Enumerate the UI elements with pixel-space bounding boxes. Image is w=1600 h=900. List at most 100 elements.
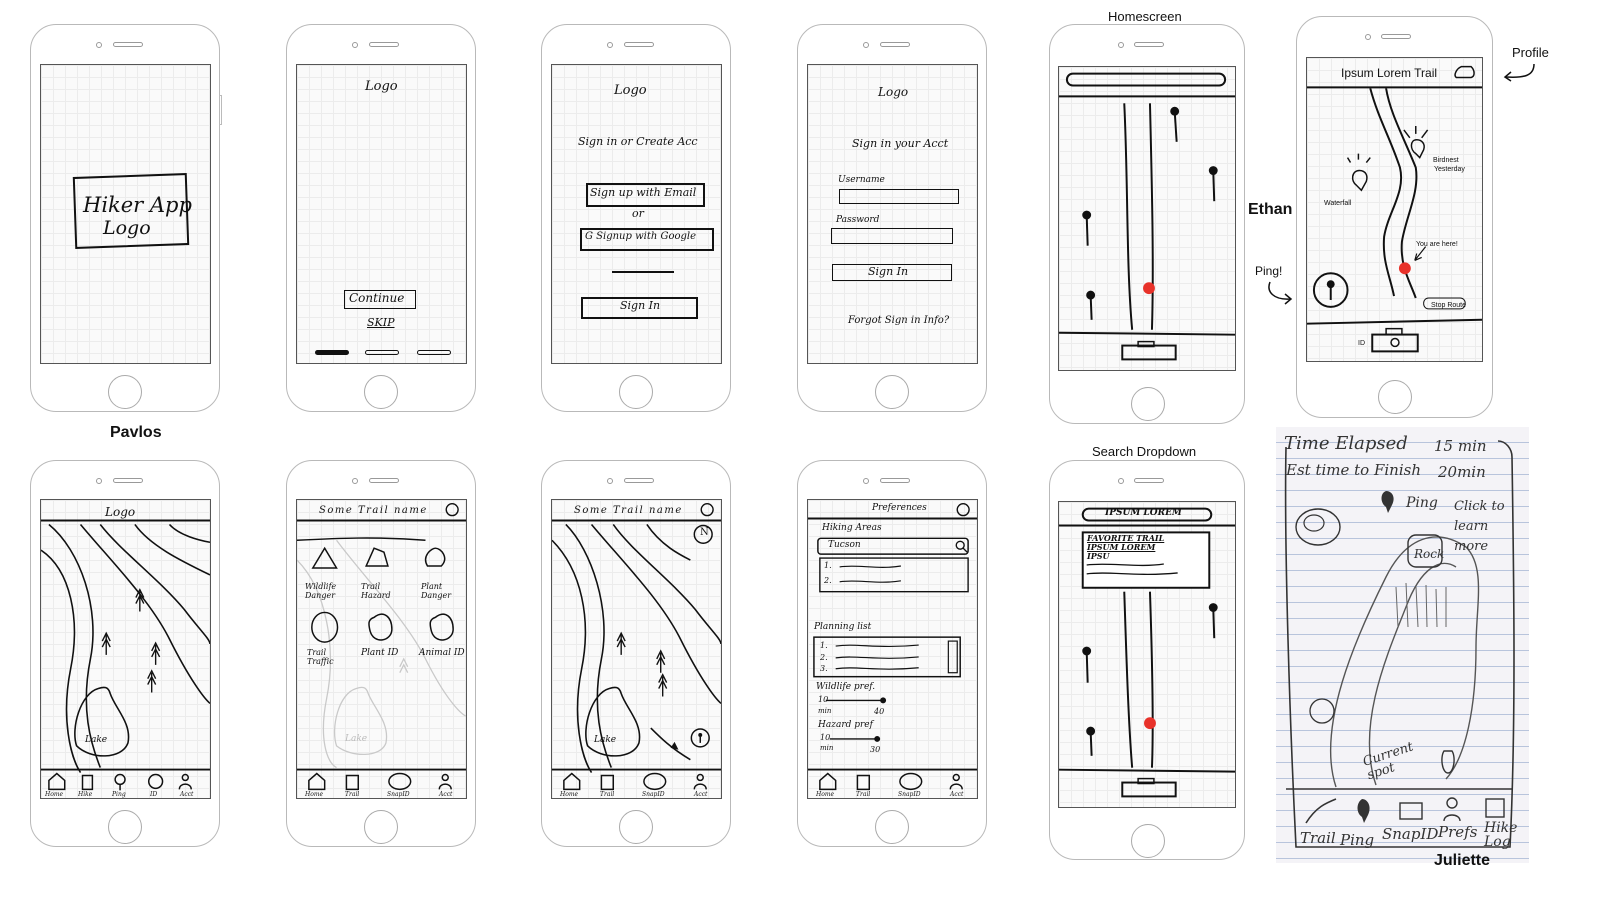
dropdown-ipsu[interactable]: IPSU — [1087, 551, 1110, 561]
juliette-sketch — [1284, 440, 1515, 848]
preferences-title: Preferences — [872, 503, 927, 513]
nav-home[interactable]: Home — [305, 791, 324, 798]
phone-signin: Logo Sign in your Acct Username Password… — [797, 24, 987, 412]
nav-snapid[interactable]: SnapID — [387, 791, 410, 798]
nav-trail[interactable]: Trail — [600, 791, 615, 798]
grid-trail-traffic[interactable]: Trail Traffic — [307, 648, 334, 666]
current-location-dot — [1144, 717, 1156, 730]
planning-list-label: Planning list — [814, 622, 872, 632]
nav-snapid[interactable]: SnapID — [898, 791, 921, 798]
nav-hike[interactable]: Hike — [78, 791, 93, 798]
nav-id[interactable]: ID — [150, 791, 158, 798]
grid-plant-danger[interactable]: Plant Danger — [421, 582, 452, 600]
nav-acct[interactable]: Acct — [180, 791, 194, 798]
nav-acct[interactable]: Acct — [950, 791, 964, 798]
time-elapsed-value: 15 min — [1434, 437, 1487, 455]
signin-heading: Sign in your Acct — [852, 137, 949, 150]
area-search-input[interactable]: Tucson — [828, 540, 861, 550]
phone-pavlos-map: Logo Lake — [30, 460, 220, 847]
screen-signin: Logo Sign in your Acct Username Password… — [807, 64, 978, 364]
signin-button[interactable]: Sign In — [620, 299, 661, 312]
nav-snapid[interactable]: SnapID — [1382, 825, 1439, 843]
trail-topo-map — [552, 503, 721, 791]
signin-heading: Sign in or Create Acc — [578, 135, 698, 148]
nav-ping[interactable]: Ping — [1340, 831, 1375, 849]
phone-trail-map: Some Trail name — [541, 460, 731, 847]
skip-link[interactable]: SKIP — [367, 316, 395, 329]
wildlife-max-value: 40 — [874, 707, 885, 716]
yesterday-label: Yesterday — [1434, 166, 1465, 173]
nav-snapid[interactable]: SnapID — [642, 791, 665, 798]
profile-arrow-icon — [1503, 63, 1535, 82]
dropdown-favorite-trail[interactable]: FAVORITE TRAIL — [1087, 533, 1165, 543]
search-dropdown-label: Search Dropdown — [1092, 444, 1197, 459]
phone-ethan-trail: Ipsum Lorem Trail Birdnest Yesterday Wat… — [1296, 16, 1493, 418]
grid-wildlife-danger[interactable]: Wildlife Danger — [305, 582, 337, 600]
current-location-dot — [1398, 262, 1411, 275]
click-to-learn-label: Click to learn more — [1454, 499, 1505, 554]
id-label: ID — [1358, 340, 1365, 347]
screen-trail-menu: Some Trail name — [296, 499, 467, 799]
logo-text: Logo — [365, 79, 398, 94]
waterfall-label: Waterfall — [1324, 200, 1352, 207]
screen-search-dropdown: IPSUM LOREM FAVORITE TRAIL IPSUM LOREM I… — [1058, 501, 1236, 808]
username-field[interactable] — [839, 189, 959, 204]
lake-label: Lake — [85, 735, 108, 745]
ping-arrow-icon — [1268, 281, 1293, 305]
signup-email-button[interactable]: Sign up with Email — [590, 186, 697, 199]
signin-button[interactable]: Sign In — [868, 265, 909, 278]
nav-ping[interactable]: Ping — [112, 791, 126, 798]
nav-home[interactable]: Home — [816, 791, 835, 798]
screen-homescreen — [1058, 66, 1236, 371]
app-logo-line2: Logo — [103, 217, 151, 239]
compass-icon[interactable]: N — [700, 527, 709, 538]
screen-onboarding: Logo Continue SKIP — [296, 64, 467, 364]
nav-trail[interactable]: Trail — [345, 791, 360, 798]
ethan-trail-map — [1307, 65, 1482, 353]
nav-hike-log[interactable]: Hike Log — [1484, 820, 1518, 850]
ethan-label: Ethan — [1248, 201, 1293, 218]
dropdown-ipsum-lorem[interactable]: IPSUM LOREM — [1087, 542, 1156, 552]
search-bar-input[interactable]: IPSUM LOREM — [1105, 508, 1182, 518]
grid-trail-hazard[interactable]: Trail Hazard — [361, 582, 391, 600]
plan-num-1: 1. — [820, 641, 828, 650]
est-finish-value: 20min — [1438, 463, 1486, 481]
phone-onboarding: Logo Continue SKIP — [286, 24, 476, 412]
ping-marker-label[interactable]: Ping — [1406, 495, 1438, 511]
nav-trail[interactable]: Trail — [856, 791, 871, 798]
forgot-link[interactable]: Forgot Sign in Info? — [848, 315, 950, 326]
nav-prefs[interactable]: Prefs — [1438, 823, 1478, 841]
rock-label: Rock — [1414, 547, 1445, 561]
phone-search-dropdown: IPSUM LOREM FAVORITE TRAIL IPSUM LOREM I… — [1049, 460, 1245, 860]
continue-button[interactable]: Continue — [349, 291, 405, 305]
logo-text: Logo — [614, 83, 647, 98]
nav-acct[interactable]: Acct — [694, 791, 708, 798]
trail-name-title: Some Trail name — [319, 505, 428, 516]
phone-create-account: Logo Sign in or Create Acc Sign up with … — [541, 24, 731, 412]
screen-pavlos-map: Logo Lake — [40, 499, 211, 799]
username-label: Username — [838, 175, 885, 185]
wildlife-min-value: 10 — [818, 695, 829, 704]
nav-trail[interactable]: Trail — [1300, 829, 1336, 847]
grid-plant-id[interactable]: Plant ID — [361, 648, 399, 658]
lake-label: Lake — [594, 735, 617, 745]
area-list-num-2: 2. — [824, 576, 832, 585]
you-are-here-label: You are here! — [1416, 241, 1458, 248]
password-field[interactable] — [831, 228, 953, 244]
hazard-pref-label: Hazard pref — [818, 720, 873, 730]
nav-acct[interactable]: Acct — [439, 791, 453, 798]
grid-animal-id[interactable]: Animal ID — [419, 648, 465, 658]
phone-trail-menu: Some Trail name — [286, 460, 476, 847]
nav-home[interactable]: Home — [560, 791, 579, 798]
screen-trail-map: Some Trail name — [551, 499, 722, 799]
password-label: Password — [836, 215, 880, 225]
juliette-label: Juliette — [1434, 852, 1491, 869]
screen-create-account: Logo Sign in or Create Acc Sign up with … — [551, 64, 722, 364]
homescreen-map — [1059, 72, 1235, 361]
signup-google-button[interactable]: G Signup with Google — [585, 231, 697, 242]
wildlife-min-label: min — [818, 707, 832, 715]
nav-home[interactable]: Home — [45, 791, 64, 798]
stop-route-button[interactable]: Stop Route — [1431, 302, 1467, 309]
logo-text: Logo — [105, 505, 136, 519]
lake-label: Lake — [345, 734, 368, 744]
